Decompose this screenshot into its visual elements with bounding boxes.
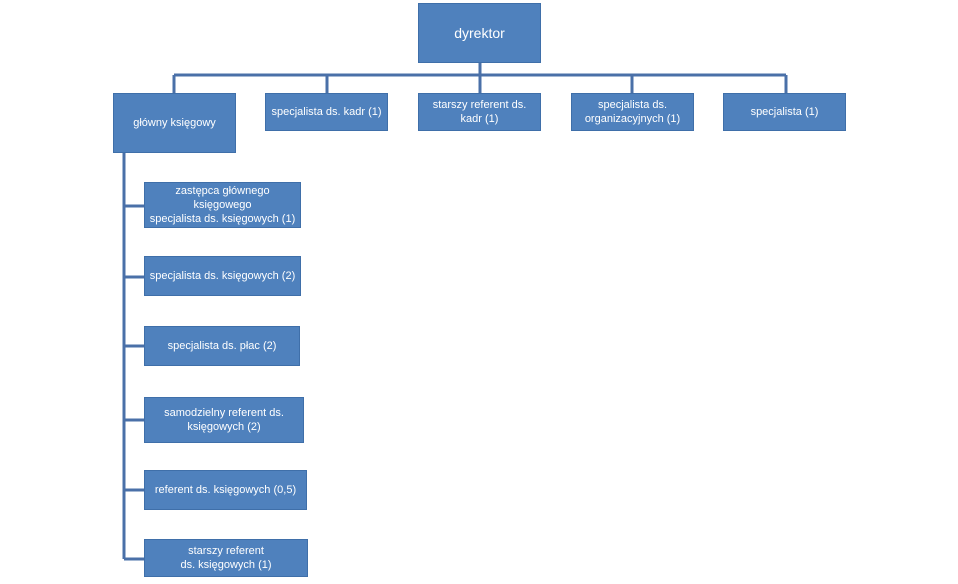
node-top-2: specjalista ds. kadr (1)	[265, 93, 388, 131]
node-sub-4: samodzielny referent ds. księgowych (2)	[144, 397, 304, 443]
node-top-1: główny księgowy	[113, 93, 236, 153]
node-sub-1: zastępca głównego księgowego specjalista…	[144, 182, 301, 228]
node-sub-2: specjalista ds. księgowych (2)	[144, 256, 301, 296]
node-sub-6: starszy referent ds. księgowych (1)	[144, 539, 308, 577]
node-top-3: starszy referent ds. kadr (1)	[418, 93, 541, 131]
node-root: dyrektor	[418, 3, 541, 63]
node-top-5: specjalista (1)	[723, 93, 846, 131]
node-sub-5: referent ds. księgowych (0,5)	[144, 470, 307, 510]
node-sub-3: specjalista ds. płac (2)	[144, 326, 300, 366]
node-top-4: specjalista ds. organizacyjnych (1)	[571, 93, 694, 131]
